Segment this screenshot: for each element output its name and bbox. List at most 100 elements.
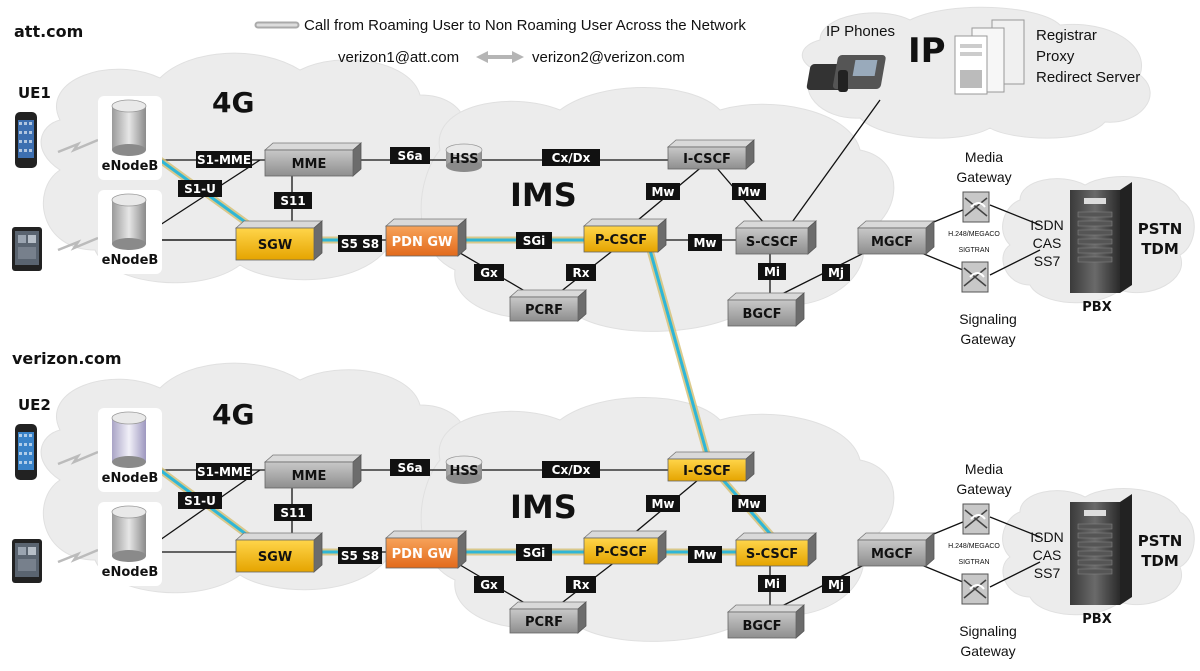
top-sigtran-label: SIGTRAN	[958, 247, 989, 254]
bottom-if-s1mme-text: S1-MME	[197, 465, 251, 479]
bottom-sgw-node-label: SGW	[258, 550, 292, 565]
top-if-mj-text: Mj	[828, 266, 844, 280]
top-pstn-label: PSTN	[1138, 220, 1183, 238]
legend-user-a: verizon1@att.com	[338, 49, 459, 66]
bottom-signaling-gateway-icon	[961, 573, 989, 605]
top-enodeb-1: eNodeB	[98, 96, 162, 180]
top-pdngw-node: PDN GW	[384, 218, 468, 257]
bottom-phone-icon	[15, 424, 37, 480]
top-if-mi: Mi	[758, 263, 786, 280]
top-if-s5s8: S5 S8	[338, 235, 382, 252]
top-hss-label: HSS	[449, 152, 478, 167]
bottom-if-mw-3: Mw	[688, 546, 722, 563]
bottom-if-s1u-text: S1-U	[184, 494, 216, 508]
bottom-scscf-node: S-CSCF	[734, 532, 818, 567]
bottom-if-s11: S11	[274, 504, 312, 521]
top-if-s1u: S1-U	[178, 180, 222, 197]
top-sgw-node-label: SGW	[258, 238, 292, 253]
bottom-scscf-node-label: S-CSCF	[746, 547, 798, 562]
top-pbx-icon-label: PBX	[1082, 300, 1111, 315]
bottom-pdngw-node-label: PDN GW	[392, 547, 453, 562]
bottom-antenna-icon-2	[111, 505, 147, 562]
bottom-tdm-cas: CAS	[1033, 547, 1062, 563]
cloud-ims-top	[420, 87, 895, 332]
bottom-enodeb-2: eNodeB	[98, 502, 162, 586]
top-if-s11-text: S11	[280, 194, 305, 208]
bottom-if-rx: Rx	[566, 576, 596, 593]
top-media-gateway-icon	[962, 191, 990, 223]
bottom-if-mj: Mj	[822, 576, 850, 593]
bottom-tdm-isdn: ISDN	[1030, 529, 1063, 545]
top-enodeb-label-2: eNodeB	[102, 253, 159, 268]
bottom-pdngw-node: PDN GW	[384, 530, 468, 569]
top-if-s1mme-text: S1-MME	[197, 153, 251, 167]
top-sgw-node: SGW	[234, 220, 324, 261]
bottom-if-mw-1-text: Mw	[651, 497, 674, 511]
bottom-mme-node: MME	[263, 454, 363, 489]
top-cloud-4g-label: 4G	[212, 86, 254, 119]
ip-phone-icon	[806, 55, 886, 92]
bottom-if-s1mme: S1-MME	[196, 463, 252, 480]
top-if-s6a: S6a	[390, 147, 430, 164]
bottom-if-mw-1: Mw	[646, 495, 680, 512]
top-if-gx: Gx	[474, 264, 504, 281]
bottom-sgw-node: SGW	[234, 532, 324, 573]
bottom-pstn-label: PSTN	[1138, 532, 1183, 550]
bottom-if-sgi: SGi	[516, 544, 552, 561]
top-bgcf-node: BGCF	[726, 292, 806, 327]
top-tdm-isdn: ISDN	[1030, 217, 1063, 233]
bottom-if-gx: Gx	[474, 576, 504, 593]
top-media-gw-line1: Media	[965, 149, 1003, 165]
top-pdngw-node-label: PDN GW	[392, 235, 453, 250]
top-h248-label: H.248/MEGACO	[948, 231, 1000, 238]
top-mgcf-node: MGCF	[856, 220, 936, 255]
top-mgcf-node-label: MGCF	[871, 235, 913, 250]
server-icon	[954, 19, 1025, 95]
top-wireless-icon-1	[57, 138, 99, 154]
top-if-mw-2-text: Mw	[737, 185, 760, 199]
top-enodeb-label-1: eNodeB	[102, 159, 159, 174]
top-if-gx-text: Gx	[480, 266, 498, 280]
bottom-tdm-label: TDM	[1141, 552, 1179, 570]
ip-server-registrar: Registrar	[1036, 27, 1097, 44]
bottom-ue-label: UE2	[18, 396, 51, 414]
bottom-if-sgi-text: SGi	[523, 546, 546, 560]
bottom-antenna-icon-1	[111, 411, 147, 468]
top-if-mw-1-text: Mw	[651, 185, 674, 199]
top-icscf-node-label: I-CSCF	[683, 152, 731, 167]
bottom-media-gw-line1: Media	[965, 461, 1003, 477]
top-media-gw-line2: Gateway	[956, 169, 1011, 185]
bottom-if-cxdx: Cx/Dx	[542, 461, 600, 478]
top-bgcf-node-label: BGCF	[743, 307, 782, 322]
top-if-s5s8-text: S5 S8	[341, 237, 379, 251]
bottom-if-mw-3-text: Mw	[693, 548, 716, 562]
bottom-signal-gw-line1: Signaling	[959, 623, 1017, 639]
bottom-bgcf-node: BGCF	[726, 604, 806, 639]
top-mme-node: MME	[263, 142, 363, 177]
top-phone-icon	[15, 112, 37, 168]
top-if-s1mme: S1-MME	[196, 151, 252, 168]
bottom-mgcf-node: MGCF	[856, 532, 936, 567]
top-pcrf-node-label: PCRF	[525, 303, 563, 318]
bottom-if-s5s8-text: S5 S8	[341, 549, 379, 563]
bottom-wireless-icon-2	[57, 548, 99, 564]
top-if-mw-1: Mw	[646, 183, 680, 200]
bottom-media-gateway-icon	[962, 503, 990, 535]
bottom-hss-node: HSS	[445, 455, 483, 484]
top-enodeb-2: eNodeB	[98, 190, 162, 274]
double-arrow-icon	[476, 51, 524, 63]
top-tablet-icon	[12, 227, 42, 271]
top-domain-label: att.com	[14, 22, 83, 41]
bottom-pcscf-node: P-CSCF	[582, 530, 668, 565]
top-if-mj: Mj	[822, 264, 850, 281]
bottom-if-s1u: S1-U	[178, 492, 222, 509]
bottom-cloud-4g-label: 4G	[212, 398, 254, 431]
ip-phones-label: IP Phones	[826, 23, 895, 40]
bottom-if-s6a-text: S6a	[397, 461, 422, 475]
top-if-rx: Rx	[566, 264, 596, 281]
bottom-pcrf-node-label: PCRF	[525, 615, 563, 630]
bottom-if-mi: Mi	[758, 575, 786, 592]
top-tdm-cas: CAS	[1033, 235, 1062, 251]
